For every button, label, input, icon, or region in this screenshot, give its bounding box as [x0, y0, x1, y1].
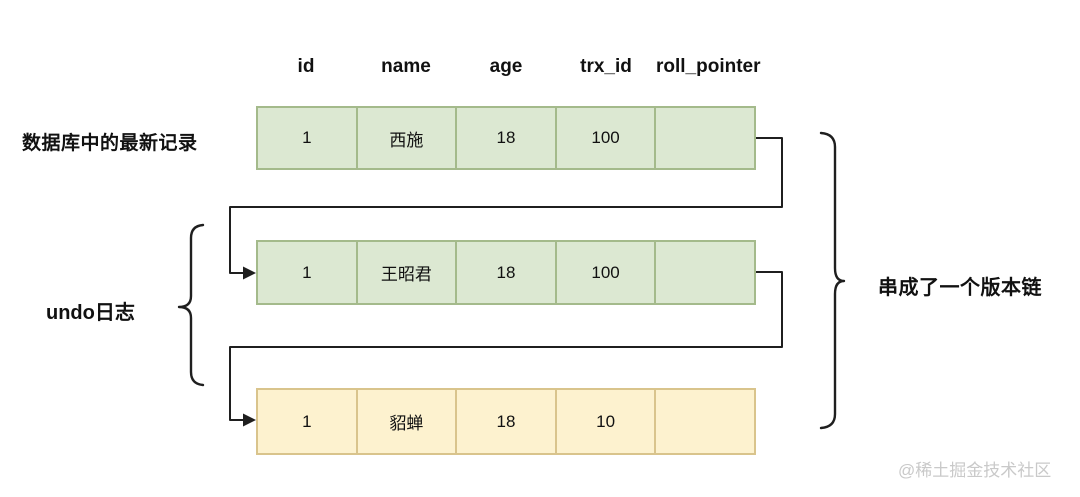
cell-trx-id: 100: [554, 242, 655, 303]
version-chain-brace: [819, 131, 846, 430]
label-version-chain: 串成了一个版本链: [878, 277, 1042, 299]
cell-roll-pointer: [654, 390, 754, 453]
cell-name: 王昭君: [355, 242, 456, 303]
arrowhead-2: [243, 413, 256, 427]
cell-name: 貂蝉: [355, 390, 456, 453]
column-header-age: age: [489, 56, 523, 77]
cell-age: 18: [455, 390, 555, 453]
cell-id: 1: [302, 262, 312, 282]
cell-roll-pointer: [654, 242, 754, 303]
column-header-trx-id: trx_id: [580, 56, 632, 77]
cell-trx-id: 100: [554, 108, 655, 168]
cell-id: 1: [302, 128, 312, 147]
label-latest-record: 数据库中的最新记录: [22, 133, 198, 154]
cell-age: 18: [455, 108, 555, 168]
column-header-roll-pointer: roll_pointer: [656, 56, 761, 77]
cell-id: 1: [302, 411, 312, 431]
arrowhead-1: [243, 266, 256, 280]
cell-name: 西施: [355, 108, 456, 168]
label-undo-log: undo日志: [46, 302, 135, 324]
cell-trx-id: 10: [554, 390, 655, 453]
column-headers: id name age trx_id roll_pointer: [256, 54, 761, 80]
column-header-name: name: [381, 56, 431, 77]
undo-log-brace: [177, 223, 205, 387]
record-row-latest: 1 西施 18 100: [256, 106, 756, 170]
cell-roll-pointer: [654, 108, 754, 168]
record-row-undo-2: 1 貂蝉 18 10: [256, 388, 756, 455]
column-header-id: id: [297, 56, 315, 77]
cell-age: 18: [455, 242, 555, 303]
record-row-undo-1: 1 王昭君 18 100: [256, 240, 756, 305]
watermark-community: @稀土掘金技术社区: [898, 461, 1052, 480]
